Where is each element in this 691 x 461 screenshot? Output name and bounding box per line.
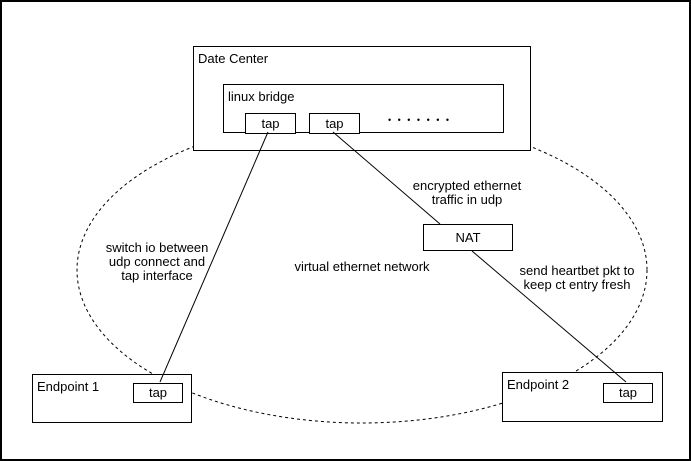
- bridge-tap-2-box: tap: [309, 113, 360, 134]
- endpoint-2-label: Endpoint 2: [507, 377, 570, 392]
- endpoint-1-tap-box: tap: [133, 383, 183, 403]
- endpoint-2-box: Endpoint 2 tap: [502, 372, 663, 422]
- endpoint-2-tap-box: tap: [603, 383, 653, 403]
- nat-box: NAT: [423, 224, 513, 251]
- annotation-virtual-network: virtual ethernet network: [294, 259, 430, 274]
- bridge-tap-1-box: tap: [245, 113, 296, 134]
- more-taps-ellipsis: • • • • • • •: [387, 115, 452, 125]
- annotation-encrypted-traffic: encrypted ethernet traffic in udp: [412, 178, 522, 207]
- data-center-label: Date Center: [198, 51, 269, 66]
- endpoint-1-box: Endpoint 1 tap: [32, 374, 192, 423]
- endpoint-1-label: Endpoint 1: [37, 379, 100, 394]
- annotation-heartbeat: send heartbet pkt to keep ct entry fresh: [519, 263, 635, 292]
- linux-bridge-box: linux bridge tap tap • • • • • • •: [223, 84, 504, 134]
- virtual-network-ellipse: [76, 116, 648, 424]
- annotation-switch-io: switch io between udp connect and tap in…: [105, 240, 209, 283]
- data-center-box: Date Center linux bridge tap tap • • • •…: [193, 46, 531, 151]
- linux-bridge-label: linux bridge: [228, 89, 295, 104]
